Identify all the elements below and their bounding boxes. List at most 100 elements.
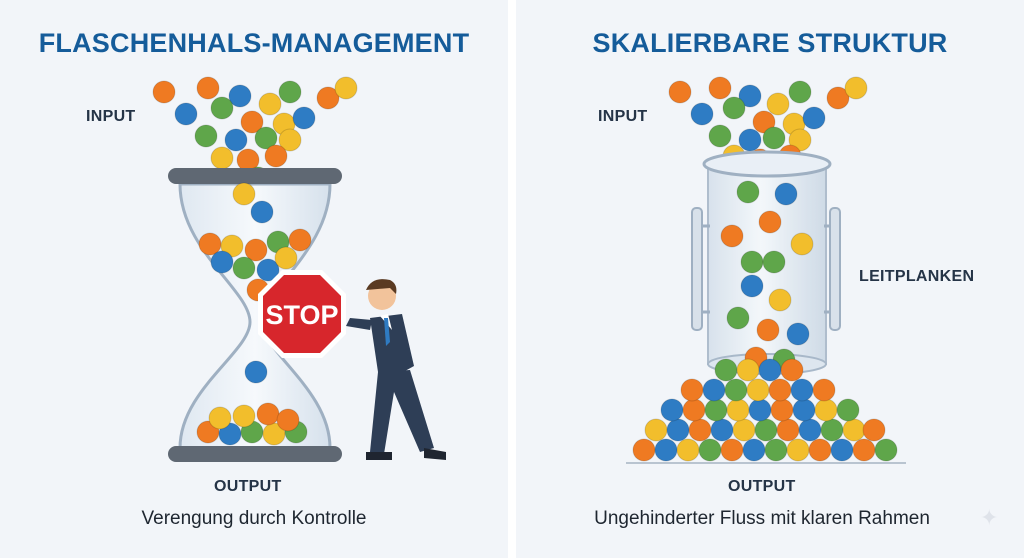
ball [688, 418, 712, 442]
panel-divider [508, 0, 516, 558]
ball [724, 378, 748, 402]
ball [194, 124, 218, 148]
ball [762, 250, 786, 274]
ball [758, 210, 782, 234]
ball [812, 378, 836, 402]
ball [250, 200, 274, 224]
ball [726, 398, 750, 422]
ball [210, 250, 234, 274]
ball [770, 398, 794, 422]
ball [676, 438, 700, 462]
ball [826, 86, 850, 110]
ball [790, 232, 814, 256]
ball [738, 128, 762, 152]
ball [768, 378, 792, 402]
left-output-label: OUTPUT [214, 478, 282, 495]
right-input-label: INPUT [598, 108, 648, 125]
ball [720, 438, 744, 462]
ball [702, 378, 726, 402]
ball [666, 418, 690, 442]
ball [774, 182, 798, 206]
ball [316, 86, 340, 110]
ball [256, 402, 280, 426]
ball [690, 102, 714, 126]
ball [808, 438, 832, 462]
ball [710, 418, 734, 442]
scalable-title: SKALIERBARE STRUKTUR [592, 28, 948, 58]
ball [792, 398, 816, 422]
ball [698, 438, 722, 462]
ball [740, 274, 764, 298]
ball [708, 124, 732, 148]
left-input-balls [152, 76, 358, 190]
ball [742, 438, 766, 462]
ball [726, 306, 750, 330]
guardrail-label: LEITPLANKEN [859, 268, 975, 285]
ball [814, 398, 838, 422]
ball [844, 76, 868, 100]
ball [174, 102, 198, 126]
ball [244, 238, 268, 262]
sparkle-icon: ✦ [980, 505, 999, 530]
ball [722, 96, 746, 120]
ball [244, 360, 268, 384]
ball [254, 126, 278, 150]
ball [218, 422, 242, 446]
bottleneck-panel: FLASCHENHALS-MANAGEMENT INPUT OUTPUT Ver… [0, 0, 508, 558]
ball [842, 418, 866, 442]
ball [334, 76, 358, 100]
ball [210, 146, 234, 170]
stop-sign-icon: STOP [258, 270, 346, 358]
left-caption: Verengung durch Kontrolle [141, 508, 367, 529]
hourglass-balls [196, 182, 312, 446]
ball [232, 404, 256, 428]
ball-pile-icon [632, 358, 898, 462]
ball [790, 378, 814, 402]
ball [736, 180, 760, 204]
ball [830, 438, 854, 462]
ball [746, 378, 770, 402]
ball [682, 398, 706, 422]
ball [224, 128, 248, 152]
ball [644, 418, 668, 442]
ball [220, 234, 244, 258]
ball [786, 438, 810, 462]
ball [852, 438, 876, 462]
ball [754, 418, 778, 442]
ball [766, 92, 790, 116]
ball [228, 84, 252, 108]
ball [836, 398, 860, 422]
ball [152, 80, 176, 104]
right-output-label: OUTPUT [728, 478, 796, 495]
ball [786, 322, 810, 346]
ball [738, 84, 762, 108]
ball [874, 438, 898, 462]
ball [256, 258, 280, 282]
ball [198, 232, 222, 256]
ball [632, 438, 656, 462]
ball [654, 438, 678, 462]
ball [264, 144, 288, 168]
ball [208, 406, 232, 430]
ball [232, 182, 256, 206]
ball [768, 288, 792, 312]
ball [276, 408, 300, 432]
ball [752, 110, 776, 134]
cylinder-balls [720, 180, 814, 372]
ball [278, 80, 302, 104]
ball [820, 418, 844, 442]
ball [748, 398, 772, 422]
ball [758, 358, 782, 382]
ball [862, 418, 886, 442]
ball [764, 438, 788, 462]
ball [740, 250, 764, 274]
ball [708, 76, 732, 100]
ball [714, 358, 738, 382]
bottleneck-title: FLASCHENHALS-MANAGEMENT [38, 28, 470, 58]
ball [798, 418, 822, 442]
right-caption: Ungehinderter Fluss mit klaren Rahmen [594, 508, 930, 529]
cylinder-illustration [626, 76, 906, 464]
ball [802, 106, 826, 130]
ball [288, 228, 312, 252]
scalable-panel: SKALIERBARE STRUKTUR INPUT LEITPLANKEN O… [516, 0, 1024, 558]
